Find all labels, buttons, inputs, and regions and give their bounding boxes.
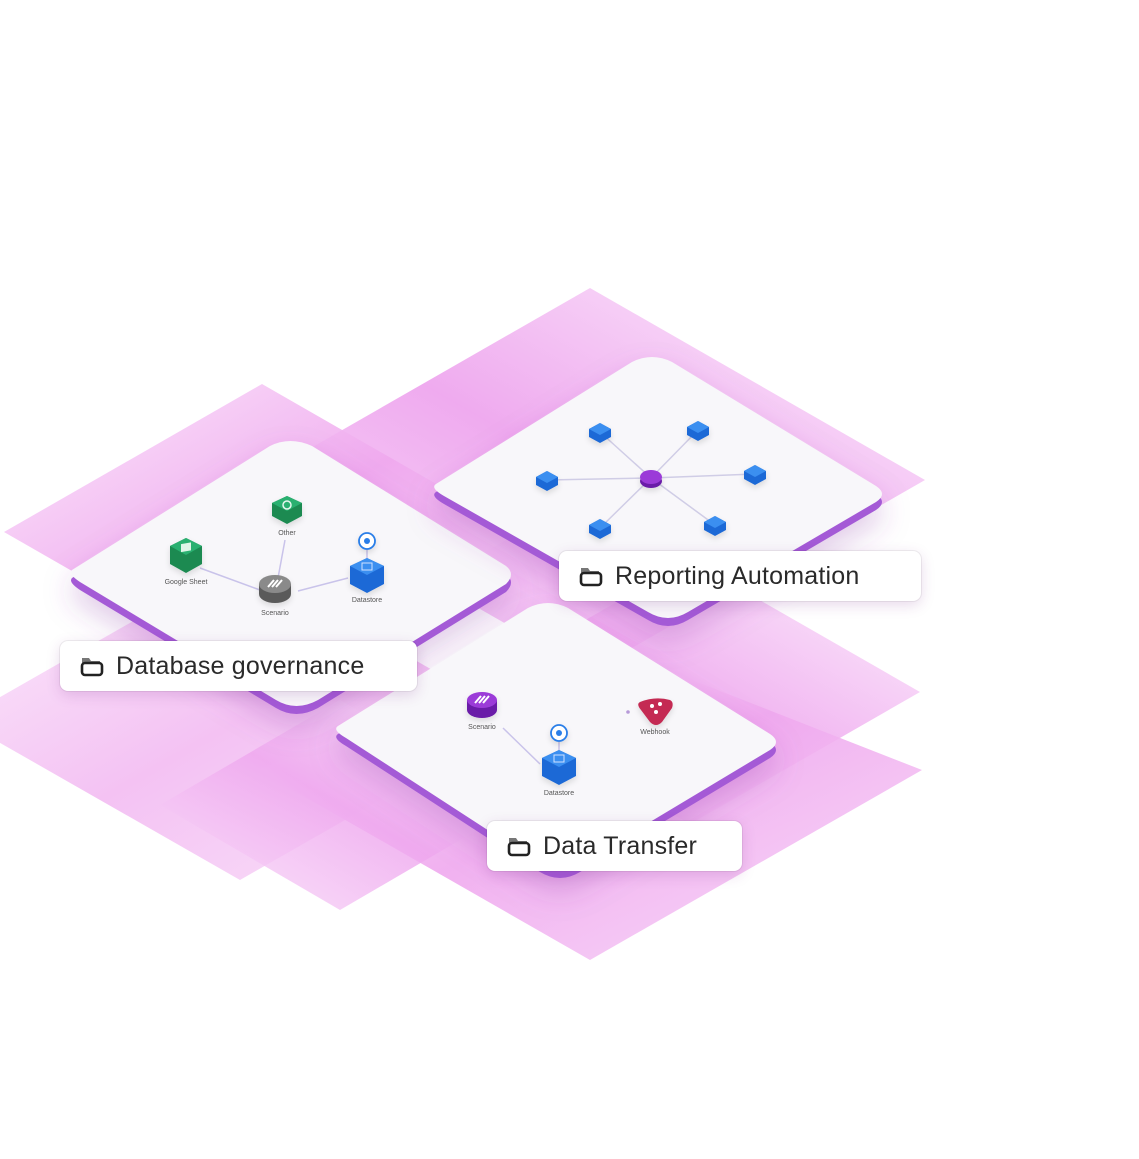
tag-label: Data Transfer bbox=[543, 831, 698, 860]
folder-icon bbox=[507, 835, 531, 857]
node-label: Datastore bbox=[544, 790, 574, 797]
card1-connectors bbox=[199, 539, 368, 592]
node-label: Google Sheet bbox=[165, 579, 208, 586]
other-node bbox=[272, 496, 302, 524]
webhook-node bbox=[638, 698, 673, 725]
tag-database-governance[interactable]: Database governance bbox=[60, 641, 417, 691]
card3-connectors bbox=[502, 710, 630, 765]
datastore-node bbox=[536, 471, 558, 491]
card2-connectors bbox=[546, 429, 756, 529]
google-sheet-node bbox=[170, 538, 202, 573]
datastore-node bbox=[589, 519, 611, 539]
datastore-node bbox=[744, 465, 766, 485]
hub-node bbox=[640, 470, 662, 488]
tag-data-transfer[interactable]: Data Transfer bbox=[487, 821, 742, 871]
datastore-node bbox=[687, 421, 709, 441]
node-label: Webhook bbox=[640, 729, 670, 736]
bg-plane bbox=[0, 560, 520, 880]
folder-icon bbox=[80, 655, 104, 677]
scenario-node bbox=[467, 692, 497, 718]
scenario-node bbox=[259, 575, 291, 603]
node-label: Scenario bbox=[468, 724, 496, 731]
card3-nodes: Scenario Datastore Webhook bbox=[467, 692, 673, 797]
tag-label: Database governance bbox=[116, 651, 365, 680]
datastore-node bbox=[704, 516, 726, 536]
node-label: Scenario bbox=[261, 610, 289, 617]
card1-nodes: Google Sheet Other Scenario Datastore bbox=[165, 496, 384, 617]
node-label: Datastore bbox=[352, 597, 382, 604]
datastore-node bbox=[542, 724, 576, 785]
folder-icon bbox=[579, 565, 603, 587]
datastore-node bbox=[350, 532, 384, 593]
node-label: Other bbox=[278, 530, 296, 537]
make-logo-icon bbox=[640, 470, 662, 484]
datastore-node bbox=[589, 423, 611, 443]
tag-reporting-automation[interactable]: Reporting Automation bbox=[559, 551, 921, 601]
card2-nodes bbox=[536, 421, 766, 539]
card-face bbox=[71, 441, 511, 706]
tag-label: Reporting Automation bbox=[615, 561, 860, 590]
